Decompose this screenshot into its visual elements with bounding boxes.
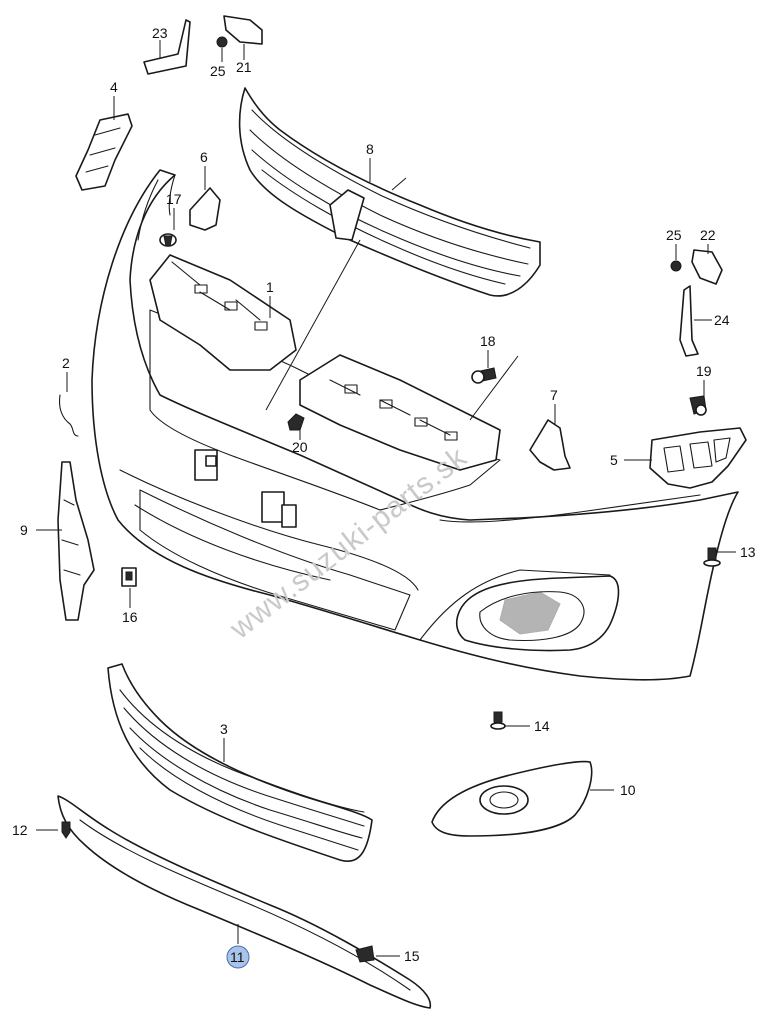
upper-bumper-reinforcement[interactable] xyxy=(149,254,501,471)
callout-7[interactable]: 7 xyxy=(550,387,558,403)
callout-8[interactable]: 8 xyxy=(366,141,374,157)
screw-20[interactable] xyxy=(287,413,305,431)
callout-14[interactable]: 14 xyxy=(534,718,550,734)
upper-grille[interactable] xyxy=(238,87,541,297)
bracket-22[interactable] xyxy=(691,249,723,285)
part-7-bracket[interactable] xyxy=(529,419,571,471)
callout-labels: 1 2 3 4 5 6 7 8 9 10 11 12 13 14 15 16 1… xyxy=(12,25,756,969)
screw-19[interactable] xyxy=(689,395,707,416)
right-headlamp-bracket[interactable] xyxy=(649,427,747,489)
bracket-23[interactable] xyxy=(143,19,191,75)
callout-22[interactable]: 22 xyxy=(700,227,716,243)
fastener-12[interactable] xyxy=(61,821,71,839)
callout-15[interactable]: 15 xyxy=(404,948,420,964)
callout-2[interactable]: 2 xyxy=(62,355,70,371)
callout-11-highlight xyxy=(226,945,250,969)
callout-11[interactable]: 11 xyxy=(230,949,245,965)
screw-25a[interactable] xyxy=(216,36,228,48)
callout-3[interactable]: 3 xyxy=(220,721,228,737)
callout-10[interactable]: 10 xyxy=(620,782,636,798)
part-6-bracket[interactable] xyxy=(189,187,221,231)
leader-lines xyxy=(36,40,736,957)
lower-grille[interactable] xyxy=(107,663,373,862)
bracket-24[interactable] xyxy=(679,285,699,357)
callout-23[interactable]: 23 xyxy=(152,25,168,41)
callout-19[interactable]: 19 xyxy=(696,363,712,379)
front-bumper-cover[interactable] xyxy=(91,169,739,681)
part-2-clip[interactable] xyxy=(58,394,79,437)
left-side-bracket[interactable] xyxy=(57,461,95,621)
callout-5[interactable]: 5 xyxy=(610,452,618,468)
callout-9[interactable]: 9 xyxy=(20,522,28,538)
callout-25-top[interactable]: 25 xyxy=(210,63,226,79)
fastener-17[interactable] xyxy=(159,233,177,247)
callout-13[interactable]: 13 xyxy=(740,544,756,560)
callout-17[interactable]: 17 xyxy=(166,191,182,207)
callout-6[interactable]: 6 xyxy=(200,149,208,165)
screw-18[interactable] xyxy=(471,367,497,384)
fastener-13[interactable] xyxy=(703,547,721,567)
right-fog-lamp-bezel[interactable] xyxy=(431,760,593,837)
left-headlamp-bracket[interactable] xyxy=(75,113,133,191)
bracket-21[interactable] xyxy=(223,15,263,45)
callout-12[interactable]: 12 xyxy=(12,822,28,838)
fastener-16[interactable] xyxy=(121,567,137,587)
fastener-15[interactable] xyxy=(355,945,375,963)
callout-18[interactable]: 18 xyxy=(480,333,496,349)
callout-16[interactable]: 16 xyxy=(122,609,138,625)
callout-20[interactable]: 20 xyxy=(292,439,308,455)
callout-4[interactable]: 4 xyxy=(110,79,118,95)
callout-21[interactable]: 21 xyxy=(236,59,252,75)
lower-lip-spoiler[interactable] xyxy=(57,795,432,1009)
callout-24[interactable]: 24 xyxy=(714,312,730,328)
callout-25-right[interactable]: 25 xyxy=(666,227,682,243)
callout-1[interactable]: 1 xyxy=(266,279,274,295)
fastener-14[interactable] xyxy=(490,711,506,730)
screw-25b[interactable] xyxy=(670,260,682,272)
